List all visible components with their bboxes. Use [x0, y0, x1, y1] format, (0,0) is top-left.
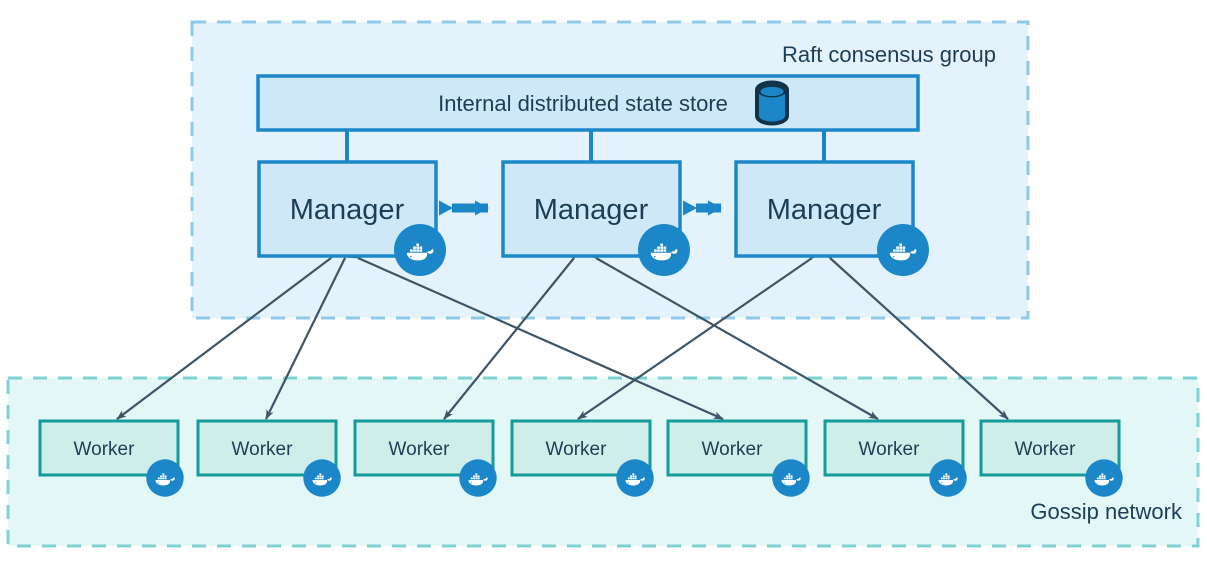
state-store-box[interactable] — [256, 74, 920, 132]
state-store-label: Internal distributed state store — [438, 91, 728, 116]
docker-whale-icon — [1085, 459, 1123, 497]
database-cylinder-icon — [755, 80, 789, 126]
worker-node-3[interactable]: Worker — [353, 419, 497, 497]
worker-label-2: Worker — [232, 439, 294, 460]
worker-node-2[interactable]: Worker — [196, 419, 341, 497]
manager-node-3[interactable]: Manager — [734, 160, 929, 276]
docker-whale-icon — [146, 459, 184, 497]
link-manager3-worker7 — [820, 249, 1009, 420]
worker-node-5[interactable]: Worker — [666, 419, 810, 497]
worker-label-4: Worker — [546, 439, 608, 460]
worker-node-6[interactable]: Worker — [823, 419, 967, 497]
docker-whale-icon — [929, 459, 967, 497]
worker-label-1: Worker — [74, 439, 136, 460]
docker-whale-icon — [303, 459, 341, 497]
docker-whale-icon — [616, 459, 654, 497]
raft-group-label: Raft consensus group — [782, 42, 996, 67]
worker-node-1[interactable]: Worker — [38, 419, 184, 497]
docker-whale-icon — [638, 224, 690, 276]
worker-label-6: Worker — [859, 439, 921, 460]
link-manager2-worker3 — [443, 248, 583, 420]
worker-node-4[interactable]: Worker — [510, 419, 654, 497]
manager-node-1[interactable]: Manager — [257, 160, 446, 276]
worker-label-3: Worker — [389, 439, 451, 460]
manager-node-2[interactable]: Manager — [501, 160, 690, 276]
worker-label-7: Worker — [1015, 439, 1077, 460]
worker-label-5: Worker — [702, 439, 764, 460]
gossip-group-label: Gossip network — [1030, 499, 1183, 524]
state-store-connectors — [345, 130, 826, 162]
manager-label-3: Manager — [767, 194, 882, 226]
docker-whale-icon — [394, 224, 446, 276]
internal-state-store-node[interactable]: Internal distributed state store — [256, 74, 920, 132]
link-manager3-worker4 — [577, 249, 822, 420]
docker-whale-icon — [877, 224, 929, 276]
docker-whale-icon — [459, 459, 497, 497]
manager-label-2: Manager — [534, 194, 649, 226]
worker-node-7[interactable]: Worker — [979, 419, 1123, 497]
docker-whale-icon — [772, 459, 810, 497]
manager-label-1: Manager — [290, 194, 405, 226]
manager-worker-links — [116, 248, 1009, 421]
link-manager1-worker2 — [265, 248, 353, 420]
